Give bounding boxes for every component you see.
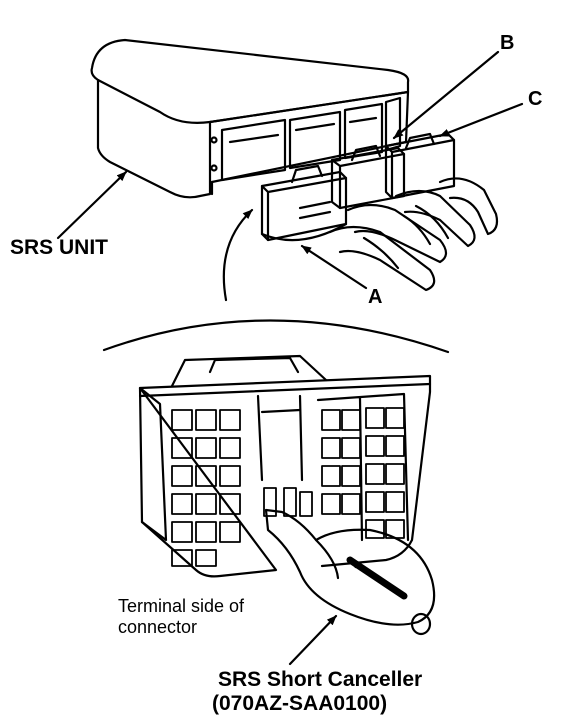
- insertion-direction-arrow: [346, 556, 408, 600]
- canceller-label-line2: (070AZ-SAA0100): [212, 692, 388, 715]
- shorting-terminals: [263, 487, 313, 517]
- canceller-leader: [288, 614, 338, 666]
- connector-b-label: B: [500, 32, 515, 54]
- terminal-connector-drawing: [138, 354, 432, 578]
- srs-unit-label: SRS UNIT: [10, 236, 109, 259]
- connector-c-label: C: [528, 88, 543, 110]
- wire-harness: [328, 177, 499, 292]
- detail-separator-arc: [102, 319, 450, 354]
- connector-b-leader: [392, 50, 500, 140]
- canceller-label-line1: SRS Short Canceller: [218, 668, 423, 691]
- connector-a-label: A: [368, 286, 383, 308]
- terminal-cavities-left: [171, 409, 241, 567]
- short-canceller-tool: [264, 508, 436, 636]
- connector-c-drawing: [384, 132, 456, 200]
- srs-unit-box: [90, 38, 410, 199]
- detail-to-connector-arrow: [222, 208, 254, 302]
- terminal-side-label-line2: connector: [118, 617, 198, 637]
- connector-a-drawing: [260, 164, 348, 242]
- connector-c-leader: [438, 102, 524, 138]
- terminal-cavities-right: [321, 407, 405, 539]
- terminal-side-label-line1: Terminal side of: [118, 596, 245, 616]
- srs-unit-leader: [56, 170, 128, 240]
- connector-a-leader: [300, 244, 368, 290]
